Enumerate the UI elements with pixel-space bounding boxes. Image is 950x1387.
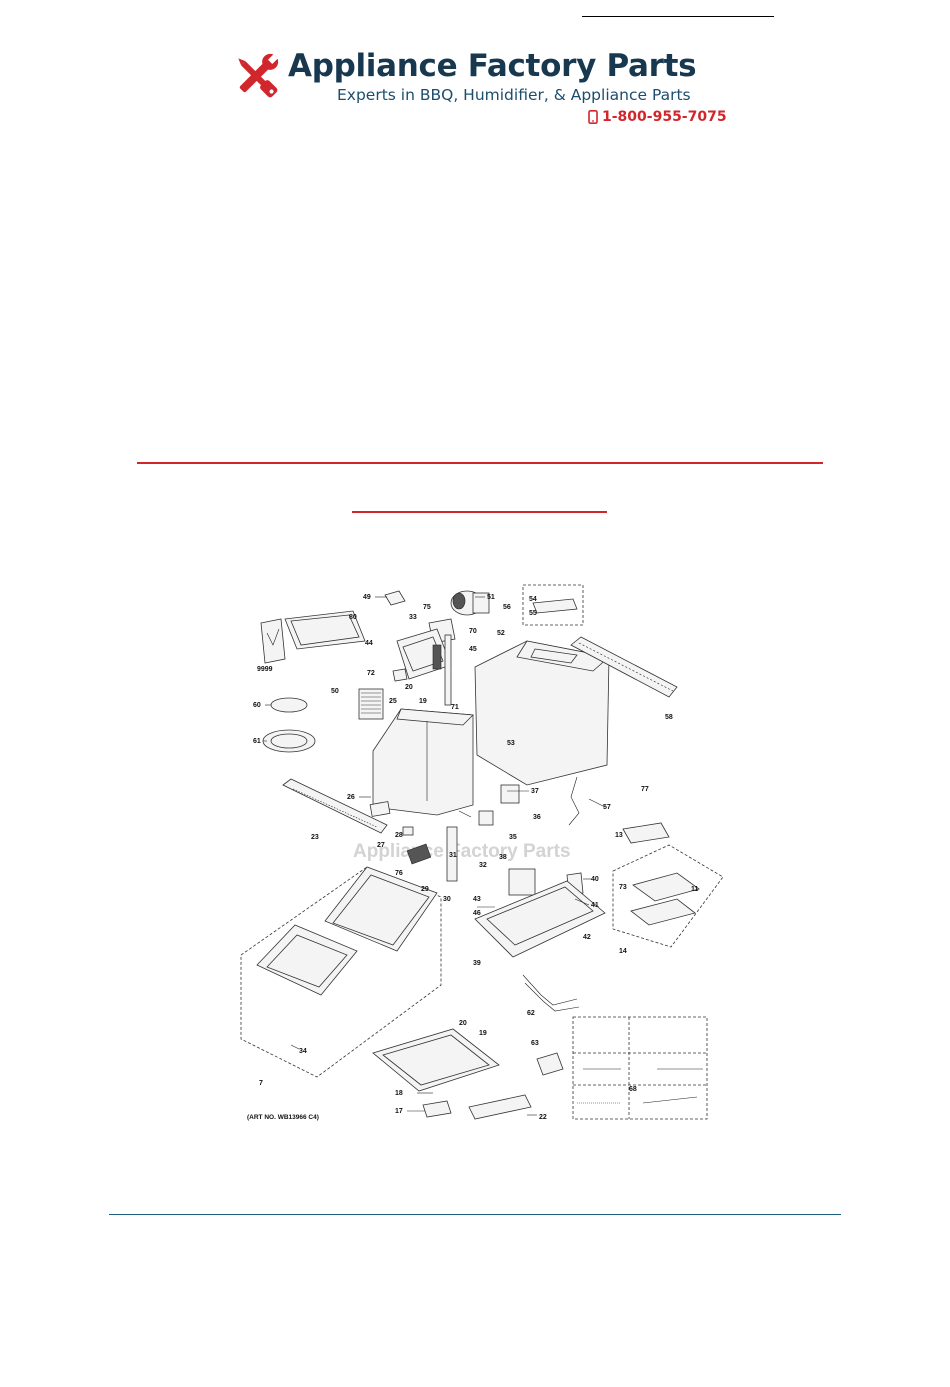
part-group-7 <box>240 866 442 1078</box>
leader-lines <box>263 596 606 1116</box>
callout: 77 <box>641 786 649 793</box>
part-vent <box>358 688 384 720</box>
callout: 19 <box>479 1030 487 1037</box>
callout: 39 <box>473 960 481 967</box>
wrench-screwdriver-icon <box>228 48 284 104</box>
callout: 23 <box>311 834 319 841</box>
callout: 42 <box>583 934 591 941</box>
callout: 72 <box>367 670 375 677</box>
part-roller-ring <box>270 697 308 713</box>
phone-number: 1-800-955-7075 <box>588 109 727 125</box>
tagline: Experts in BBQ, Humidifier, & Appliance … <box>337 86 691 104</box>
part-front-panel <box>282 778 388 834</box>
callout: 58 <box>665 714 673 721</box>
callout: 9999 <box>257 666 273 673</box>
callout: 76 <box>395 870 403 877</box>
callout: 30 <box>443 896 451 903</box>
callout: 80 <box>349 614 357 621</box>
callout: 13 <box>615 832 623 839</box>
part-sheet <box>260 618 286 664</box>
callout: 68 <box>629 1086 637 1093</box>
callout: 56 <box>503 604 511 611</box>
phone-label: 1-800-955-7075 <box>602 109 727 125</box>
callout: 53 <box>507 740 515 747</box>
callout: 35 <box>509 834 517 841</box>
callout: 27 <box>377 842 385 849</box>
callout: 50 <box>331 688 339 695</box>
callout: 22 <box>539 1114 547 1121</box>
brand-name: Appliance Factory Parts <box>288 48 697 84</box>
callout: 33 <box>409 614 417 621</box>
callout: 63 <box>531 1040 539 1047</box>
callout: 34 <box>299 1048 307 1055</box>
callout: 75 <box>423 604 431 611</box>
part-hardware-kit <box>572 1016 708 1120</box>
part-latch <box>446 826 458 882</box>
part-control-board <box>622 822 670 844</box>
callout: 38 <box>499 854 507 861</box>
part-group-14 <box>612 844 724 948</box>
callout: 18 <box>395 1090 403 1097</box>
callout: 41 <box>591 902 599 909</box>
callout: 52 <box>497 630 505 637</box>
callout: 17 <box>395 1108 403 1115</box>
callout: 43 <box>473 896 481 903</box>
callout: 55 <box>529 610 537 617</box>
callout: 26 <box>347 794 355 801</box>
part-49 <box>384 590 406 606</box>
callout: 40 <box>591 876 599 883</box>
callout: 37 <box>531 788 539 795</box>
part-vent-grille <box>570 636 678 698</box>
art-number: (ART NO. WB13966 C4) <box>247 1114 319 1121</box>
callout: 20 <box>405 684 413 691</box>
top-rule <box>582 16 774 17</box>
footer-divider <box>109 1214 841 1215</box>
callout: 44 <box>365 640 373 647</box>
callout: 71 <box>451 704 459 711</box>
part-wire <box>568 776 580 826</box>
callout: 62 <box>527 1010 535 1017</box>
callout-labels: 49 80 75 51 54 55 56 33 70 52 44 45 9999… <box>253 594 699 1121</box>
callout: 51 <box>487 594 495 601</box>
callout: 45 <box>469 646 477 653</box>
callout: 36 <box>533 814 541 821</box>
callout: 61 <box>253 738 261 745</box>
part-36 <box>500 784 520 804</box>
callout: 73 <box>619 884 627 891</box>
callout: 46 <box>473 910 481 917</box>
callout: 28 <box>395 832 403 839</box>
callout: 57 <box>603 804 611 811</box>
callout: 25 <box>389 698 397 705</box>
callout: 54 <box>529 596 537 603</box>
red-divider <box>137 462 823 464</box>
callout: 29 <box>421 886 429 893</box>
part-power-cord <box>522 974 578 1006</box>
callout: 32 <box>479 862 487 869</box>
watermark: Appliance Factory Parts <box>353 841 571 862</box>
callout: 70 <box>469 628 477 635</box>
callout: 20 <box>459 1020 467 1027</box>
callout: 31 <box>449 852 457 859</box>
part-transformer <box>508 868 536 896</box>
callout: 49 <box>363 594 371 601</box>
callout: 60 <box>253 702 261 709</box>
red-underline <box>352 511 607 513</box>
callout: 11 <box>691 886 699 893</box>
exploded-parts-diagram: Appliance Factory Parts <box>237 575 733 1131</box>
phone-icon <box>588 110 598 124</box>
callout: 19 <box>419 698 427 705</box>
callout: 14 <box>619 948 627 955</box>
callout: 7 <box>259 1080 263 1087</box>
